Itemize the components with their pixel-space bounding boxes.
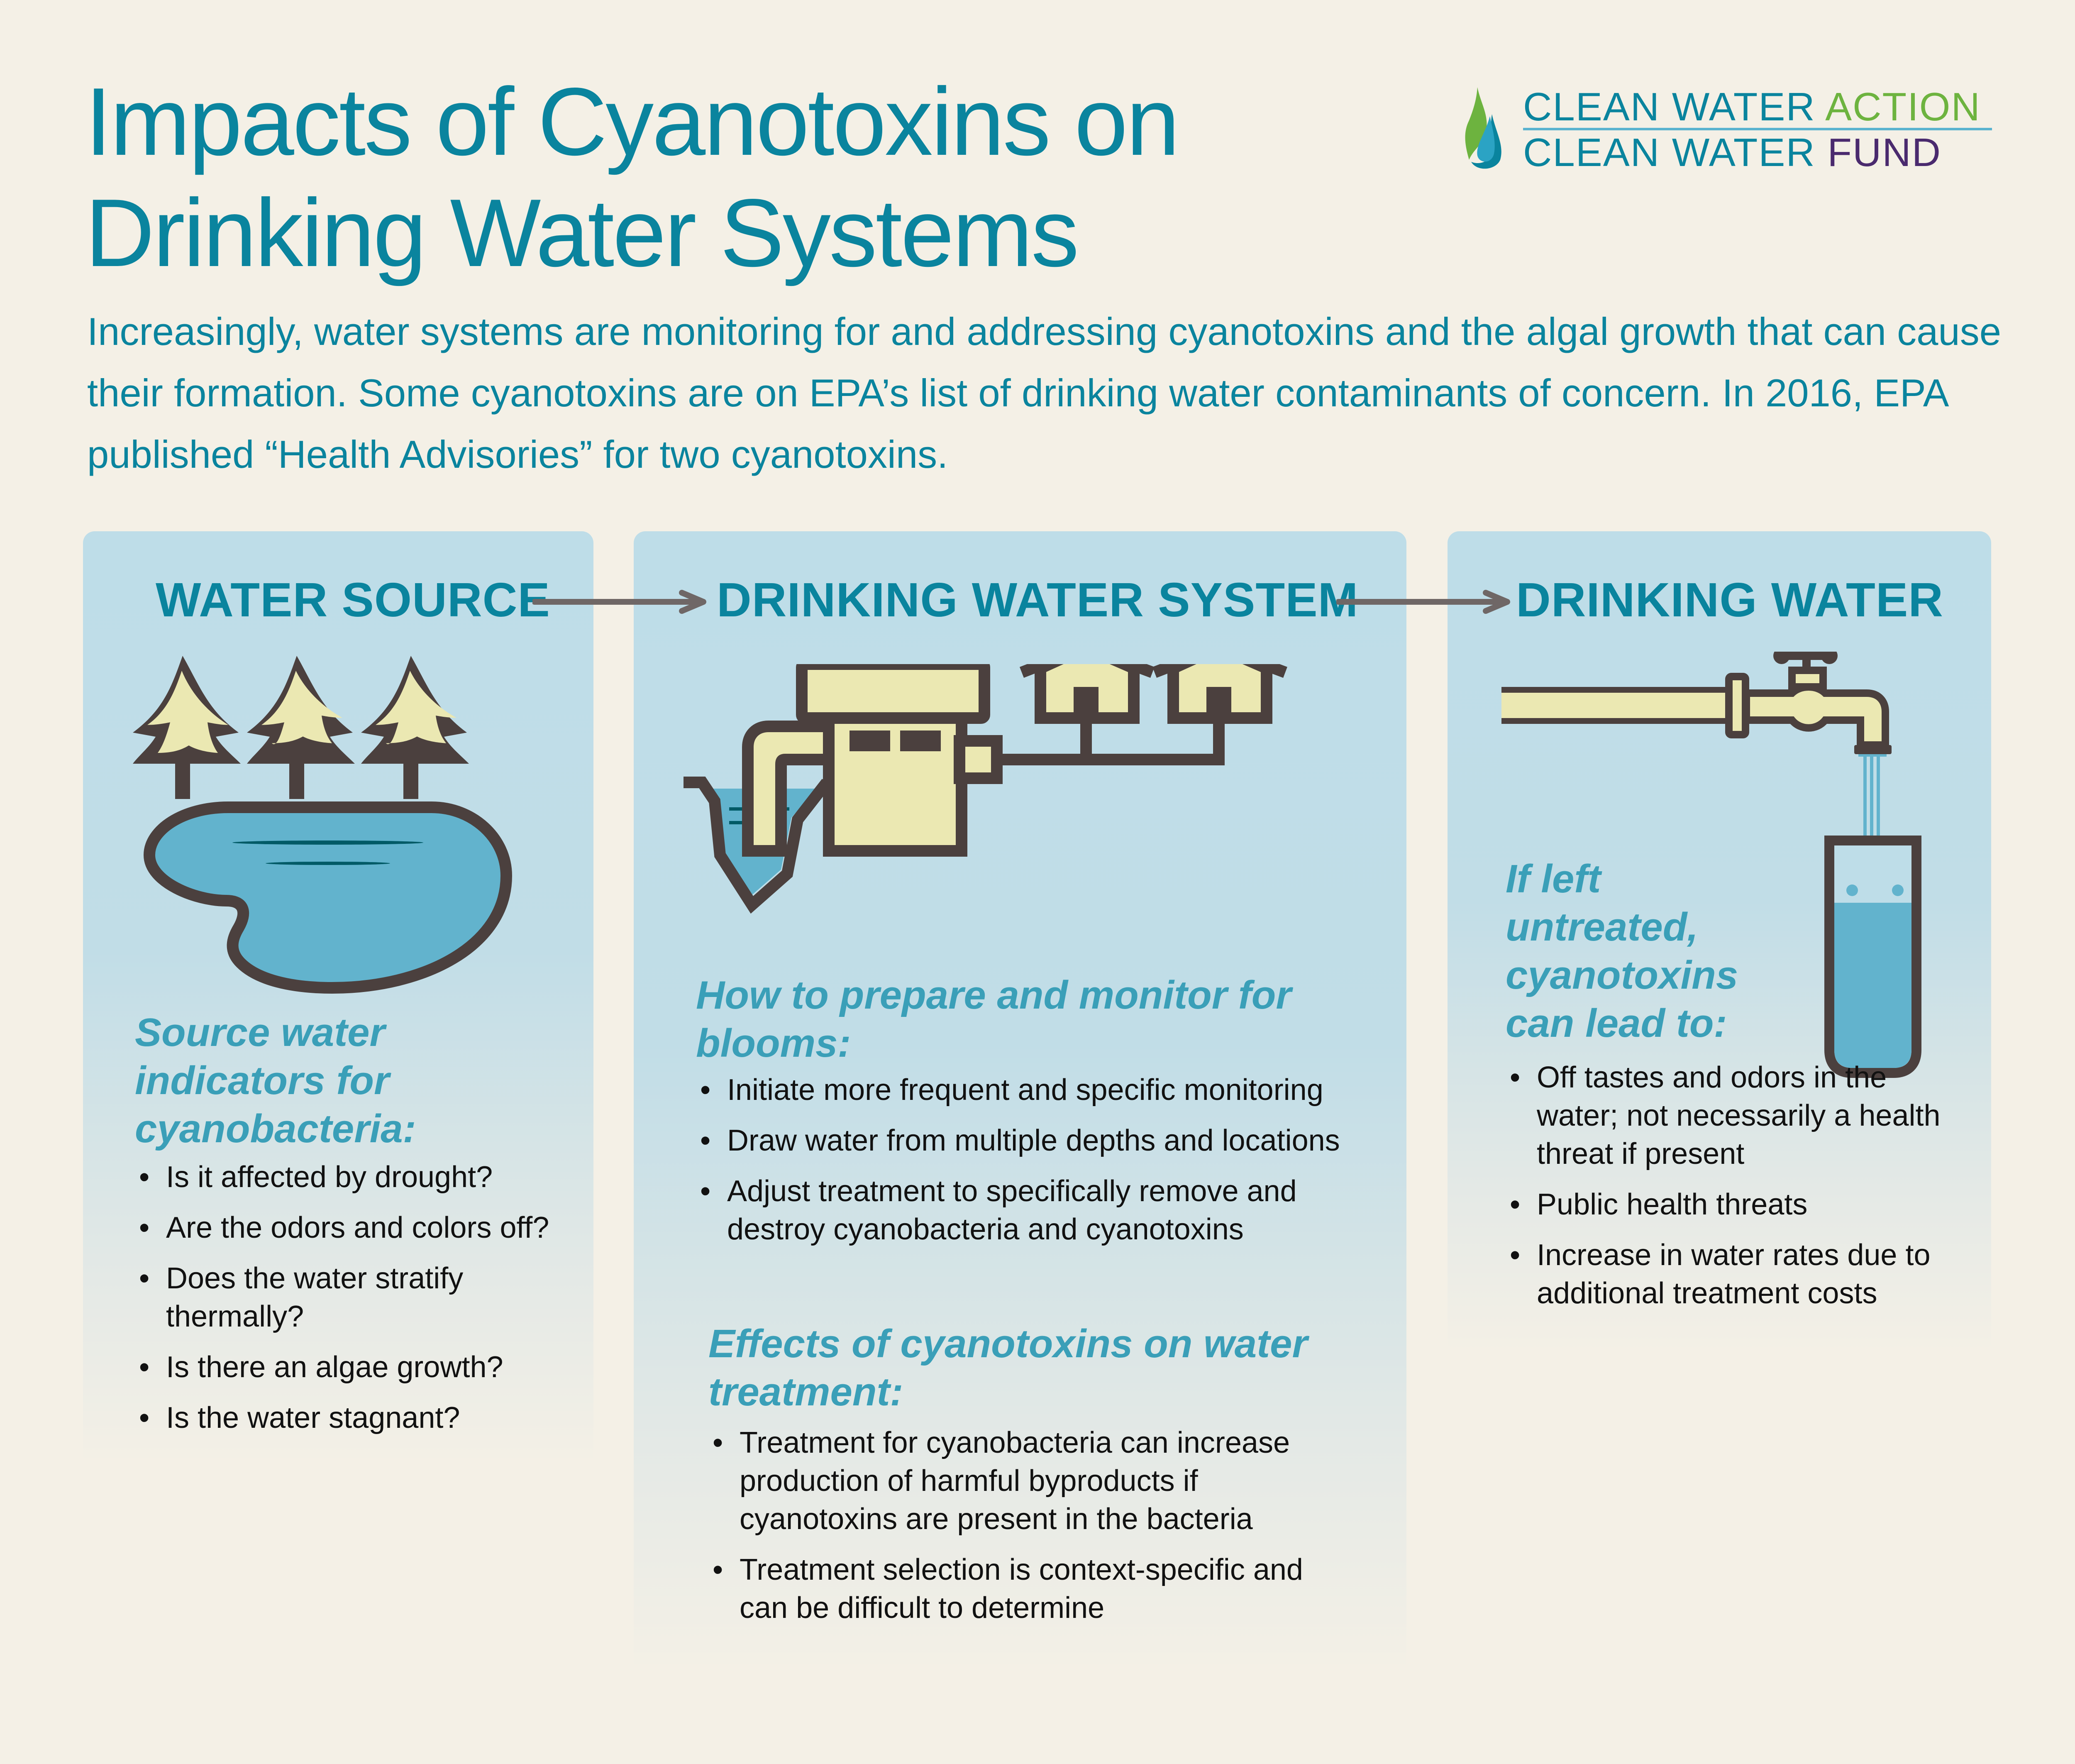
panel-drinking-water-system: DRINKING WATER SYSTEM How to prepare and…: [634, 531, 1406, 1673]
list-item: Treatment for cyanobacteria can increase…: [708, 1424, 1352, 1538]
list-item: Are the odors and colors off?: [135, 1209, 571, 1247]
treatment-effects-list: Treatment for cyanobacteria can increase…: [708, 1424, 1352, 1639]
panel-drinking-water: DRINKING WATER If left untreated, cyanot…: [1448, 531, 1991, 1353]
untreated-effects-list: Off tastes and odors in the water; not n…: [1506, 1058, 1962, 1325]
list-item: Does the water stratify thermally?: [135, 1259, 571, 1336]
logo-line-fund: CLEAN WATER FUND: [1523, 130, 1942, 175]
pond-with-trees-icon: [133, 656, 513, 994]
arrow-right-icon: [532, 590, 706, 614]
panel-subheading: How to prepare and monitor for blooms:: [696, 973, 1291, 1065]
panel-subheading: If left untreated, cyanotoxins can lead …: [1506, 857, 1738, 1046]
list-item: Is it affected by drought?: [135, 1158, 571, 1196]
page-title: Impacts of Cyanotoxins on Drinking Water…: [85, 66, 1206, 289]
list-item: Is the water stagnant?: [135, 1399, 571, 1437]
list-item: Adjust treatment to specifically remove …: [696, 1172, 1381, 1248]
water-drop-leaf-icon: [1465, 87, 1501, 169]
logo-divider: [1523, 128, 1992, 130]
list-item: Treatment selection is context-specific …: [708, 1551, 1352, 1627]
logo-line-action: CLEAN WATER ACTION: [1523, 85, 1981, 129]
list-item: Off tastes and odors in the water; not n…: [1506, 1058, 1962, 1173]
list-item: Increase in water rates due to additiona…: [1506, 1236, 1962, 1312]
title-line-2: Drinking Water Systems: [85, 179, 1079, 287]
arrow-right-icon: [1336, 590, 1510, 614]
list-item: Public health threats: [1506, 1185, 1962, 1224]
panel-heading: DRINKING WATER SYSTEM: [717, 573, 1359, 627]
list-item: Initiate more frequent and specific moni…: [696, 1071, 1381, 1109]
panel-subheading: Source water indicators for cyanobacteri…: [135, 1010, 416, 1151]
panel-heading: WATER SOURCE: [156, 573, 550, 627]
list-item: Draw water from multiple depths and loca…: [696, 1121, 1381, 1160]
clean-water-action-logo: CLEAN WATER ACTION CLEAN WATER FUND: [1461, 83, 1992, 178]
source-indicators-list: Is it affected by drought? Are the odors…: [135, 1158, 571, 1449]
panel-water-source: WATER SOURCE Source water indicators for…: [83, 531, 593, 1465]
list-item: Is there an algae growth?: [135, 1348, 571, 1386]
monitoring-steps-list: Initiate more frequent and specific moni…: [696, 1071, 1381, 1261]
treatment-plant-to-houses-icon: [684, 664, 1287, 914]
panel-subheading-2: Effects of cyanotoxins on water treatmen…: [708, 1322, 1308, 1414]
intro-paragraph: Increasingly, water systems are monitori…: [87, 310, 2001, 476]
panel-heading: DRINKING WATER: [1516, 573, 1944, 627]
title-line-1: Impacts of Cyanotoxins on: [85, 68, 1180, 176]
